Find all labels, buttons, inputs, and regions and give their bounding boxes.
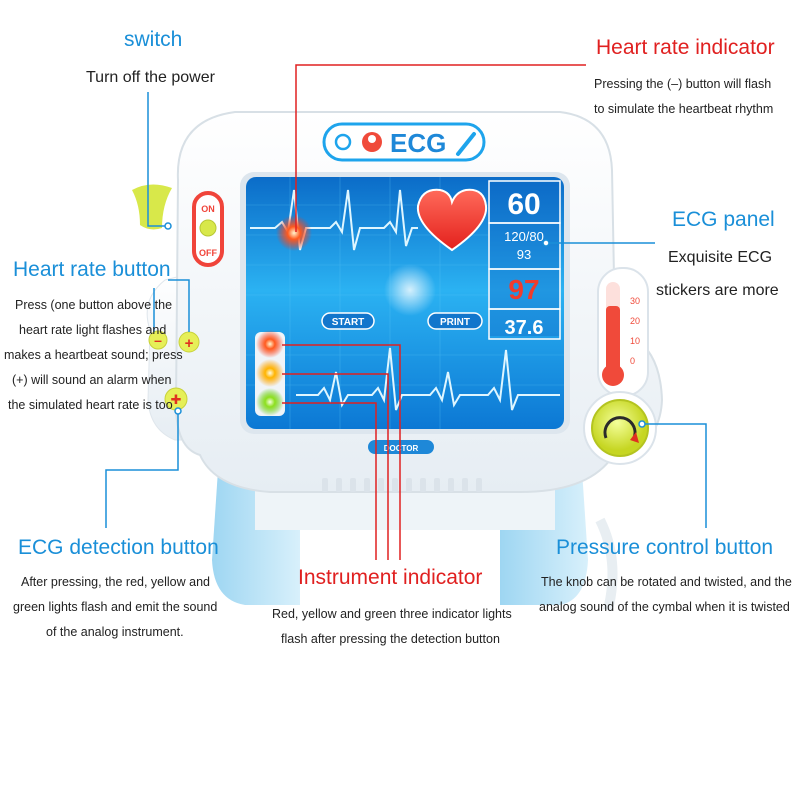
spo2-readout: 97 [508,274,539,305]
heart-rate-indicator-callout-title: Heart rate indicator [596,36,775,59]
heart-icon [416,188,488,252]
switch-on-label: ON [201,204,215,214]
instrument-indicator-leader-line-2 [282,373,389,560]
rotate-icon [603,416,637,439]
heart-rate-indicator-desc-2: to simulate the heartbeat rhythm [594,102,774,116]
heart-rate-indicator-leader-line [295,64,586,232]
power-switch[interactable]: ON OFF [192,191,224,267]
thermo-tick-30: 30 [630,296,640,306]
ecg-detection-desc-1: After pressing, the red, yellow and [21,575,210,589]
heart-rate-button-desc-5: the simulated heart rate is too [8,398,173,412]
ecg-waveform-bottom [296,347,560,411]
heart-rate-button-desc-3: makes a heartbeat sound; press [4,348,183,362]
ecg-panel-callout-title: ECG panel [672,208,775,231]
heart-rate-button-callout-title: Heart rate button [13,258,171,281]
heart-rate-button-desc-1: Press (one button above the [15,298,173,312]
instrument-indicator-leader-line [282,344,401,560]
ecg-panel-desc-1: Exquisite ECG [668,249,773,266]
red-indicator-light [256,330,284,358]
instrument-indicator-desc-2: flash after pressing the detection butto… [281,632,500,646]
pressure-control-leader-line [642,423,707,528]
ecg-panel-desc-2: stickers are more [656,282,779,299]
plus-icon: + [185,335,194,352]
heart-rate-indicator-light [276,215,312,251]
heart-rate-button-desc-2: heart rate light flashes and [19,323,167,337]
heart-rate-readout: 60 [507,188,540,221]
ecg-detection-desc-3: of the analog instrument. [46,625,184,639]
pressure-control-button-callout-title: Pressure control button [556,536,774,559]
heart-rate-button-desc-4: (+) will sound an alarm when [12,373,172,387]
print-button[interactable]: PRINT [427,312,483,330]
ecg-detection-desc-2: green lights flash and emit the sound [13,600,218,614]
detection-icon: ✚ [171,392,182,407]
minus-icon: – [154,332,162,348]
ecg-detection-leader-line [105,411,179,528]
syringe-icon [456,132,476,156]
brand-label: DOCTOR [384,444,419,453]
switch-callout-desc: Turn off the power [86,69,215,86]
minus-button[interactable] [148,330,168,350]
switch-off-label: OFF [199,248,217,258]
yellow-indicator-light [256,359,284,387]
green-indicator-light [256,388,284,416]
heart-rate-indicator-desc-1: Pressing the (–) button will flash [594,77,772,91]
temperature-readout: 37.6 [505,317,544,339]
thermometer: 30 20 10 0 [597,267,649,397]
ecg-detection-button-callout-title: ECG detection button [18,536,219,559]
blood-pressure-readout: 120/80 [504,229,544,244]
instrument-indicator-desc-1: Red, yellow and green three indicator li… [272,607,512,621]
instrument-indicator-callout-title: Instrument indicator [298,566,483,589]
switch-leader-line [147,92,168,227]
pulse-readout: 93 [517,247,531,262]
stethoscope-icon [334,133,352,151]
print-label: PRINT [440,317,470,328]
device-logo: ECG [390,128,446,158]
pressure-control-desc-1: The knob can be rotated and twisted, and… [541,575,792,589]
instrument-indicator-leader-line-3 [282,402,377,560]
pressure-control-desc-2: analog sound of the cymbal when it is tw… [539,600,790,614]
heart-rate-button-leader-line [168,279,190,332]
start-button[interactable]: START [321,312,375,330]
thermo-tick-0: 0 [630,356,635,366]
thermo-tick-10: 10 [630,336,640,346]
start-label: START [332,317,365,328]
switch-callout-title: switch [124,28,183,51]
thermo-tick-20: 20 [630,316,640,326]
pressure-knob[interactable] [583,391,657,465]
